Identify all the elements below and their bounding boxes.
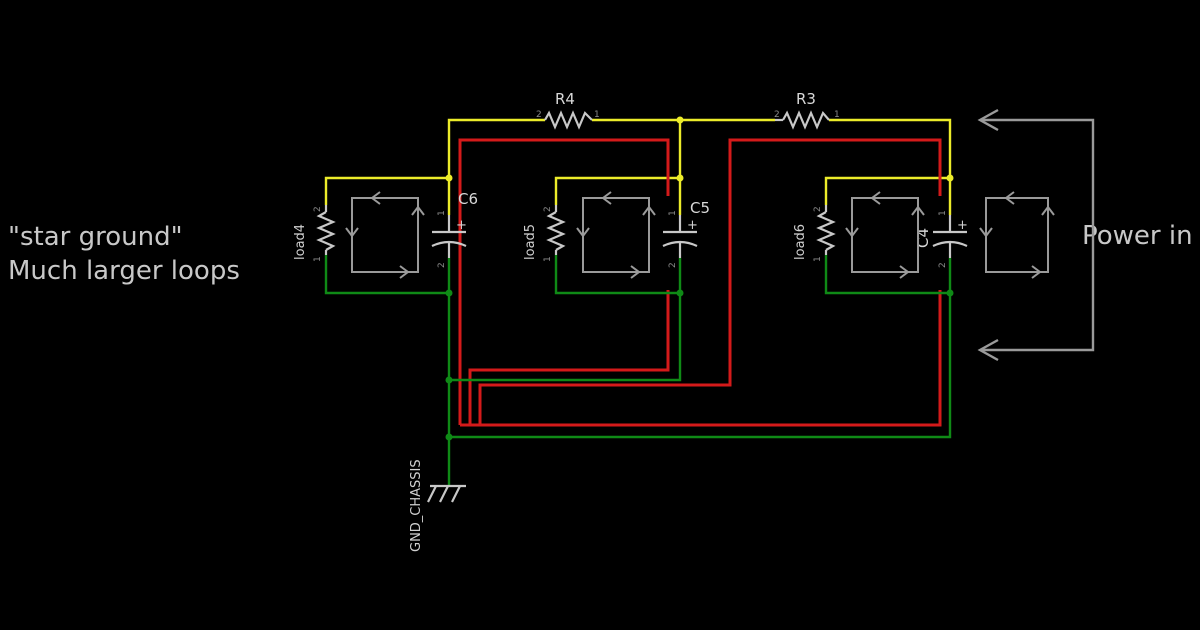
capacitor-c5: C5 + 1 2 [662,199,710,268]
load4-pin-1: 1 [313,256,323,262]
return-wires [458,138,942,427]
load6-pin-1: 1 [813,256,823,262]
chassis-ground-symbol: GND_CHASSIS [409,459,466,552]
load5-pin-2: 2 [543,206,553,212]
ground-wires [324,255,954,486]
current-loop-load6 [845,191,925,279]
supply-wires [324,116,954,215]
c5-label: C5 [690,199,710,217]
load-load6: load6 2 1 [793,205,836,262]
c4-label: C4 [914,228,932,248]
r4-pin-2: 2 [536,110,542,120]
r4-pin-1: 1 [594,110,600,120]
c6-label: C6 [458,190,478,208]
c5-pin-1: 1 [668,210,678,216]
load-load4: load4 2 1 [293,205,336,262]
resistor-r3: R3 2 1 [774,90,840,130]
r3-label: R3 [796,90,816,108]
load6-pin-2: 2 [813,206,823,212]
load4-label: load4 [293,224,308,260]
c6-plus: + [456,218,467,233]
c6-pin-1: 1 [437,210,447,216]
note-star-ground: "star ground" [8,222,183,252]
current-loop-load4 [345,191,425,279]
c6-pin-2: 2 [437,262,447,268]
load5-pin-1: 1 [543,256,553,262]
load4-pin-2: 2 [313,206,323,212]
capacitor-c4: C4 + 1 2 [914,210,968,268]
load6-label: load6 [793,224,808,260]
power-in-label: Power in [1082,221,1193,251]
r4-label: R4 [555,90,575,108]
c4-pin-2: 2 [938,262,948,268]
c5-plus: + [687,218,698,233]
power-in-flow-arrows [977,108,1095,362]
current-loop-source [979,191,1055,279]
note-larger-loops: Much larger loops [8,256,240,286]
gnd-chassis-label: GND_CHASSIS [409,459,424,552]
c4-pin-1: 1 [938,210,948,216]
load-load5: load5 2 1 [523,205,566,262]
r3-pin-1: 1 [834,110,840,120]
load5-label: load5 [523,224,538,260]
current-loop-load5 [576,191,656,279]
c4-plus: + [957,218,968,233]
c5-pin-2: 2 [668,262,678,268]
r3-pin-2: 2 [774,110,780,120]
capacitor-c6: C6 + 1 2 [431,190,478,268]
resistor-r4: R4 2 1 [536,90,600,130]
